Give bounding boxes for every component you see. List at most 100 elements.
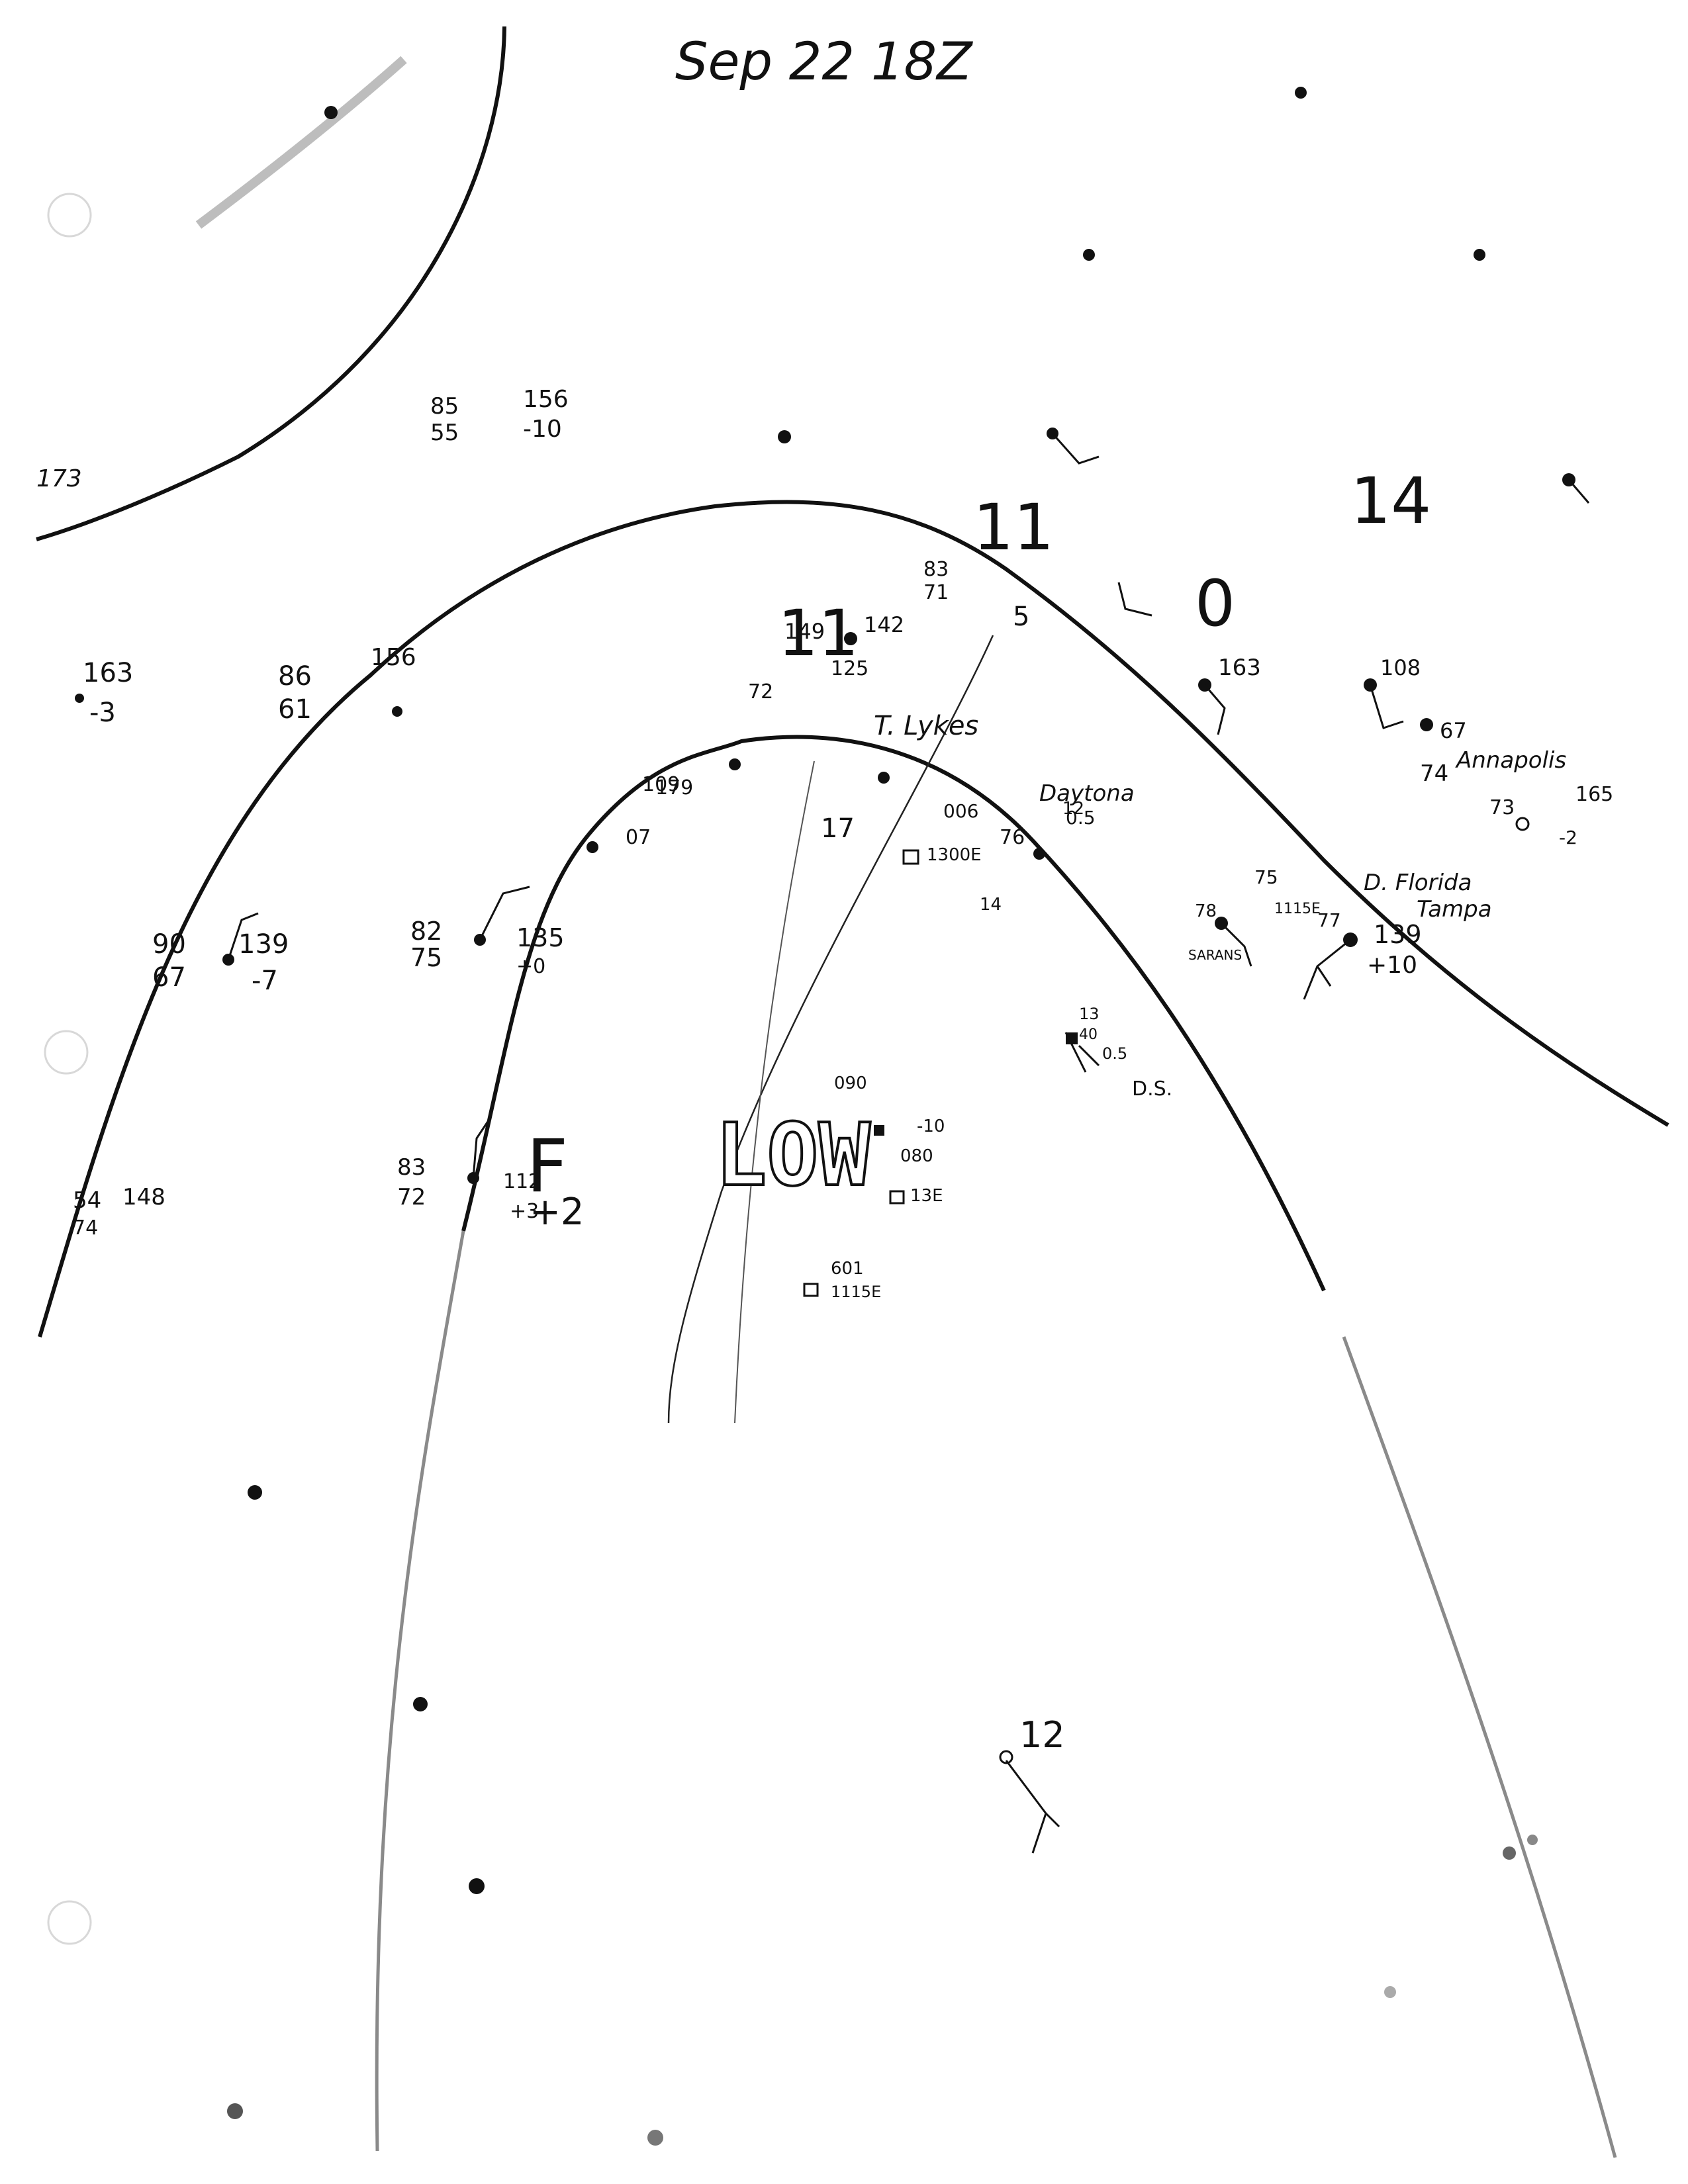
- station-dot: [1295, 87, 1307, 99]
- station-value: 125: [831, 657, 868, 680]
- station-value: 148: [122, 1184, 165, 1210]
- station-dot: [1083, 249, 1095, 261]
- station-value: 139: [238, 929, 289, 960]
- station-value: 73: [1489, 796, 1515, 819]
- station-value: 108: [1380, 655, 1421, 680]
- station-value: 90: [152, 929, 186, 960]
- station-dot: [227, 2103, 243, 2119]
- station-value: 109: [642, 773, 680, 796]
- station-value: 13: [1079, 1005, 1100, 1023]
- station-value: 1300E: [927, 845, 982, 865]
- station-value: 0.5: [1102, 1044, 1127, 1063]
- station-value: 67: [152, 962, 186, 993]
- station-value: 142: [864, 612, 904, 637]
- station-value: 090: [834, 1073, 867, 1093]
- station-value: 1115E: [1274, 901, 1321, 917]
- faint-band: [195, 56, 407, 229]
- station-value: 165: [1575, 783, 1613, 806]
- station-value: 55: [430, 420, 459, 446]
- station-value: 5: [1013, 602, 1029, 632]
- station-value: 72: [397, 1184, 426, 1210]
- station-value: -3: [89, 698, 116, 728]
- station-value: 86: [278, 661, 312, 692]
- station-value: 17: [821, 813, 855, 844]
- station-value: +3: [510, 1200, 539, 1223]
- station-square: [803, 1283, 819, 1297]
- station-square: [889, 1190, 905, 1205]
- isobar-label-11-center: 11: [778, 596, 859, 670]
- station-value: 156: [371, 644, 416, 671]
- station-value: -7: [252, 966, 278, 996]
- station-value: 85: [430, 393, 459, 420]
- station-dot: [1033, 848, 1045, 860]
- station-value: -10: [523, 416, 562, 443]
- station-value: 40: [1079, 1026, 1098, 1043]
- station-value: 139: [1374, 920, 1422, 949]
- station-value: -2: [1559, 827, 1577, 848]
- front-line-east: [667, 635, 994, 1424]
- station-dot: [778, 430, 791, 443]
- wind-barbs: [227, 433, 1590, 1854]
- station-value: 61: [278, 694, 312, 725]
- place-tampa: Tampa: [1417, 896, 1492, 923]
- station-dot: [1384, 1986, 1396, 1998]
- station-dot: [729, 758, 741, 770]
- station-value: 71: [923, 581, 949, 604]
- station-value: 13E: [910, 1186, 943, 1206]
- isobar-label-11-east: 11: [973, 490, 1054, 565]
- station-value: 54: [73, 1187, 101, 1214]
- station-dot: [1420, 718, 1433, 731]
- station-value: 75: [1254, 866, 1278, 888]
- station-value: 179: [655, 776, 693, 799]
- station-value: 14: [980, 895, 1002, 915]
- station-value: 83: [923, 558, 949, 581]
- station-value: 77: [1317, 909, 1341, 931]
- station-value: 74: [1420, 760, 1448, 787]
- station-dot: [647, 2130, 663, 2146]
- place-t-lykes: T. Lykes: [874, 711, 978, 741]
- isobar-inner-faint-right: [1342, 1336, 1617, 2158]
- station-value: 173: [36, 465, 82, 492]
- place-ds: D.S.: [1132, 1077, 1172, 1101]
- station-value: 07: [626, 826, 651, 849]
- station-value: 83: [397, 1154, 426, 1181]
- station-value: 149: [784, 619, 825, 644]
- station-value: 163: [83, 658, 133, 688]
- isobar-upper-left: [36, 26, 506, 541]
- station-dot: [1474, 249, 1485, 261]
- station-value: 12: [1062, 799, 1084, 819]
- station-dot: [75, 694, 84, 703]
- station-value: 75: [410, 943, 442, 972]
- station-value: 78: [1195, 901, 1217, 921]
- station-dot: [1515, 817, 1530, 831]
- station-dot: [469, 1878, 485, 1894]
- place-daytona: Daytona: [1039, 780, 1135, 807]
- station-value: 006: [943, 800, 978, 822]
- front-label-plus2: +2: [530, 1191, 585, 1234]
- station-value: +0: [516, 955, 545, 978]
- station-value: 74: [73, 1216, 98, 1240]
- station-value: 601: [831, 1259, 864, 1279]
- punch-hole-middle: [44, 1030, 89, 1075]
- station-value: 72: [748, 680, 773, 704]
- station-value: SARANS: [1188, 947, 1242, 963]
- station-dot: [413, 1697, 428, 1711]
- isobar-outer: [38, 500, 1669, 1338]
- station-dot: [248, 1485, 262, 1500]
- station-square: [902, 849, 919, 865]
- station-dot: [999, 1750, 1013, 1764]
- station-square: [1066, 1032, 1078, 1044]
- station-value: 156: [523, 386, 569, 413]
- station-value: 080: [900, 1146, 933, 1166]
- place-annapolis: Annapolis: [1455, 747, 1566, 774]
- isobar-inner: [461, 735, 1326, 1292]
- isobar-label-14: 14: [1350, 464, 1431, 538]
- map-title: Sep 22 18Z: [675, 32, 973, 92]
- station-value: 135: [516, 923, 565, 952]
- station-dot: [324, 106, 338, 119]
- front-label-f: F: [526, 1124, 568, 1208]
- front-line-west: [734, 760, 815, 1424]
- station-value: 82: [410, 917, 442, 946]
- station-value: 112: [503, 1170, 541, 1193]
